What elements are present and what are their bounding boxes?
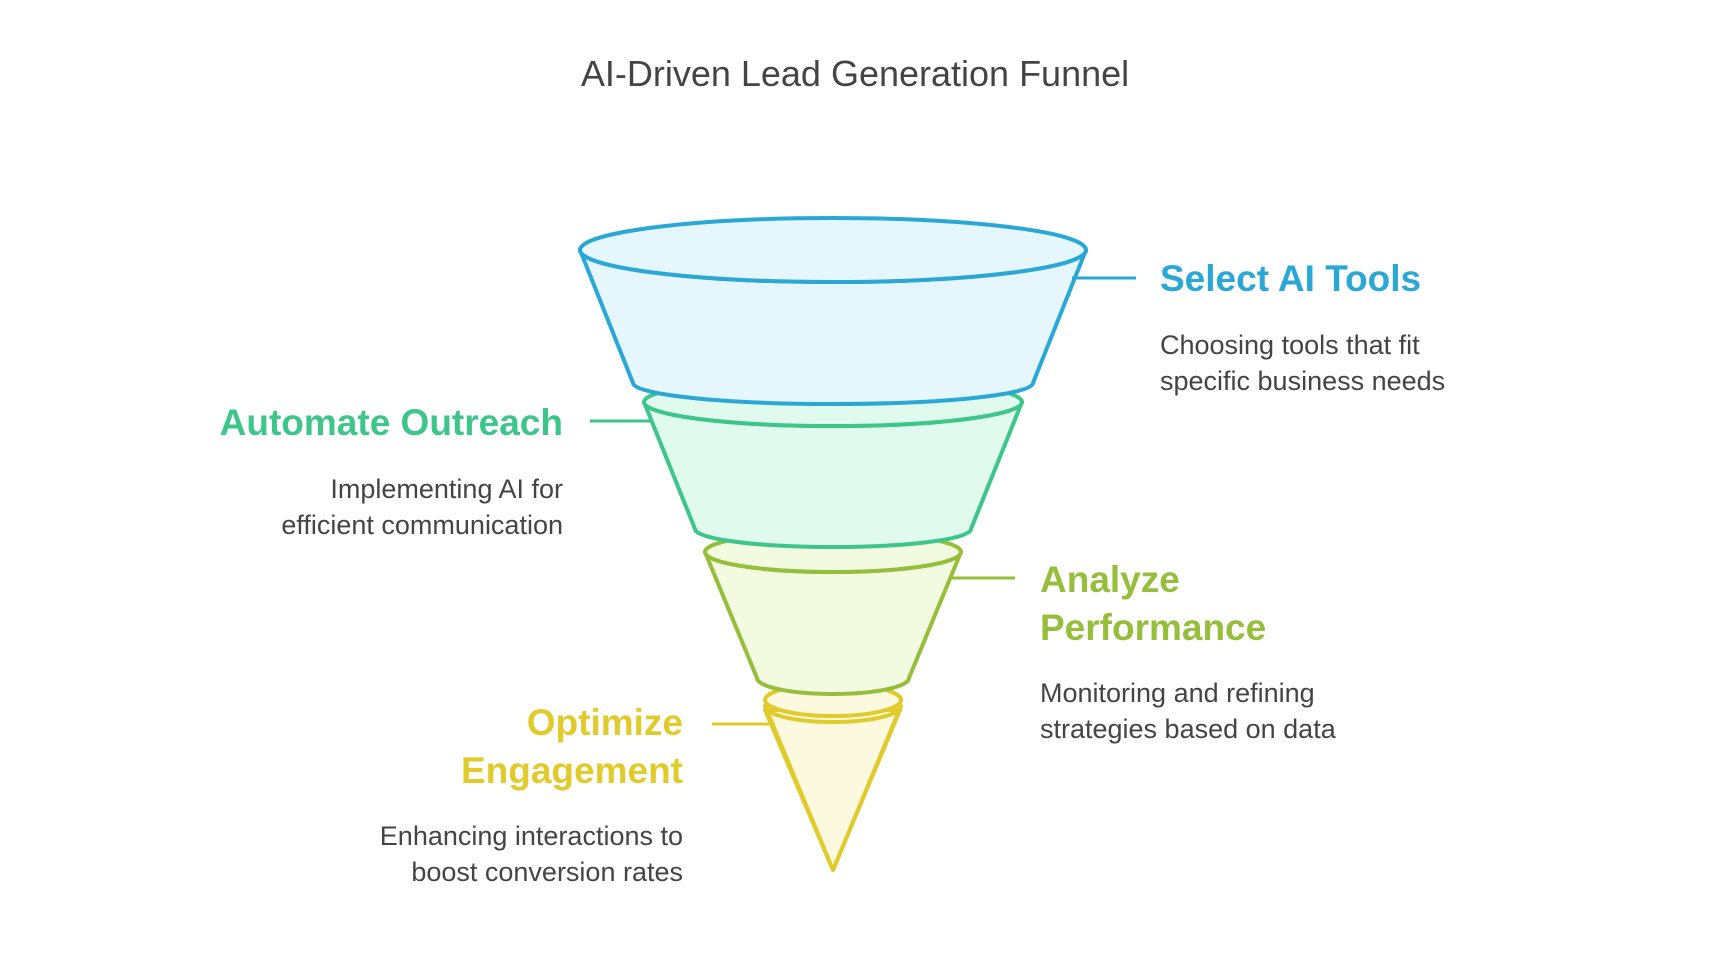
stage-1-rim — [578, 216, 1088, 284]
funnel-stage-select-ai-tools — [578, 216, 1136, 406]
stage-3-label: Analyze Performance Monitoring and refin… — [1040, 559, 1337, 744]
stage-1-title: Select AI Tools — [1160, 258, 1421, 299]
stage-4-description-line-1: Enhancing interactions to — [380, 821, 683, 851]
stage-3-title-line-2: Performance — [1040, 607, 1266, 648]
stage-1-description-line-2: specific business needs — [1160, 366, 1445, 396]
stage-1-description-line-1: Choosing tools that fit — [1160, 330, 1420, 360]
stage-3-description-line-1: Monitoring and refining — [1040, 678, 1315, 708]
stage-4-cone — [763, 704, 903, 872]
stage-4-title-line-1: Optimize — [527, 702, 683, 743]
stage-3-description-line-2: strategies based on data — [1040, 714, 1337, 744]
diagram-title: AI-Driven Lead Generation Funnel — [581, 53, 1129, 94]
stage-4-title-line-2: Engagement — [461, 750, 683, 791]
funnel-stage-analyze-performance — [703, 530, 1015, 696]
stage-1-label: Select AI Tools Choosing tools that fit … — [1160, 258, 1445, 396]
stage-2-description-line-1: Implementing AI for — [330, 474, 563, 504]
stage-4-description-line-2: boost conversion rates — [411, 857, 683, 887]
stage-2-description-line-2: efficient communication — [281, 510, 563, 540]
stage-4-label: Optimize Engagement Enhancing interactio… — [380, 702, 683, 887]
stage-2-label: Automate Outreach Implementing AI for ef… — [220, 402, 563, 540]
stage-2-title: Automate Outreach — [220, 402, 563, 443]
stage-3-title-line-1: Analyze — [1040, 559, 1180, 600]
funnel-stage-optimize-engagement — [712, 682, 903, 872]
